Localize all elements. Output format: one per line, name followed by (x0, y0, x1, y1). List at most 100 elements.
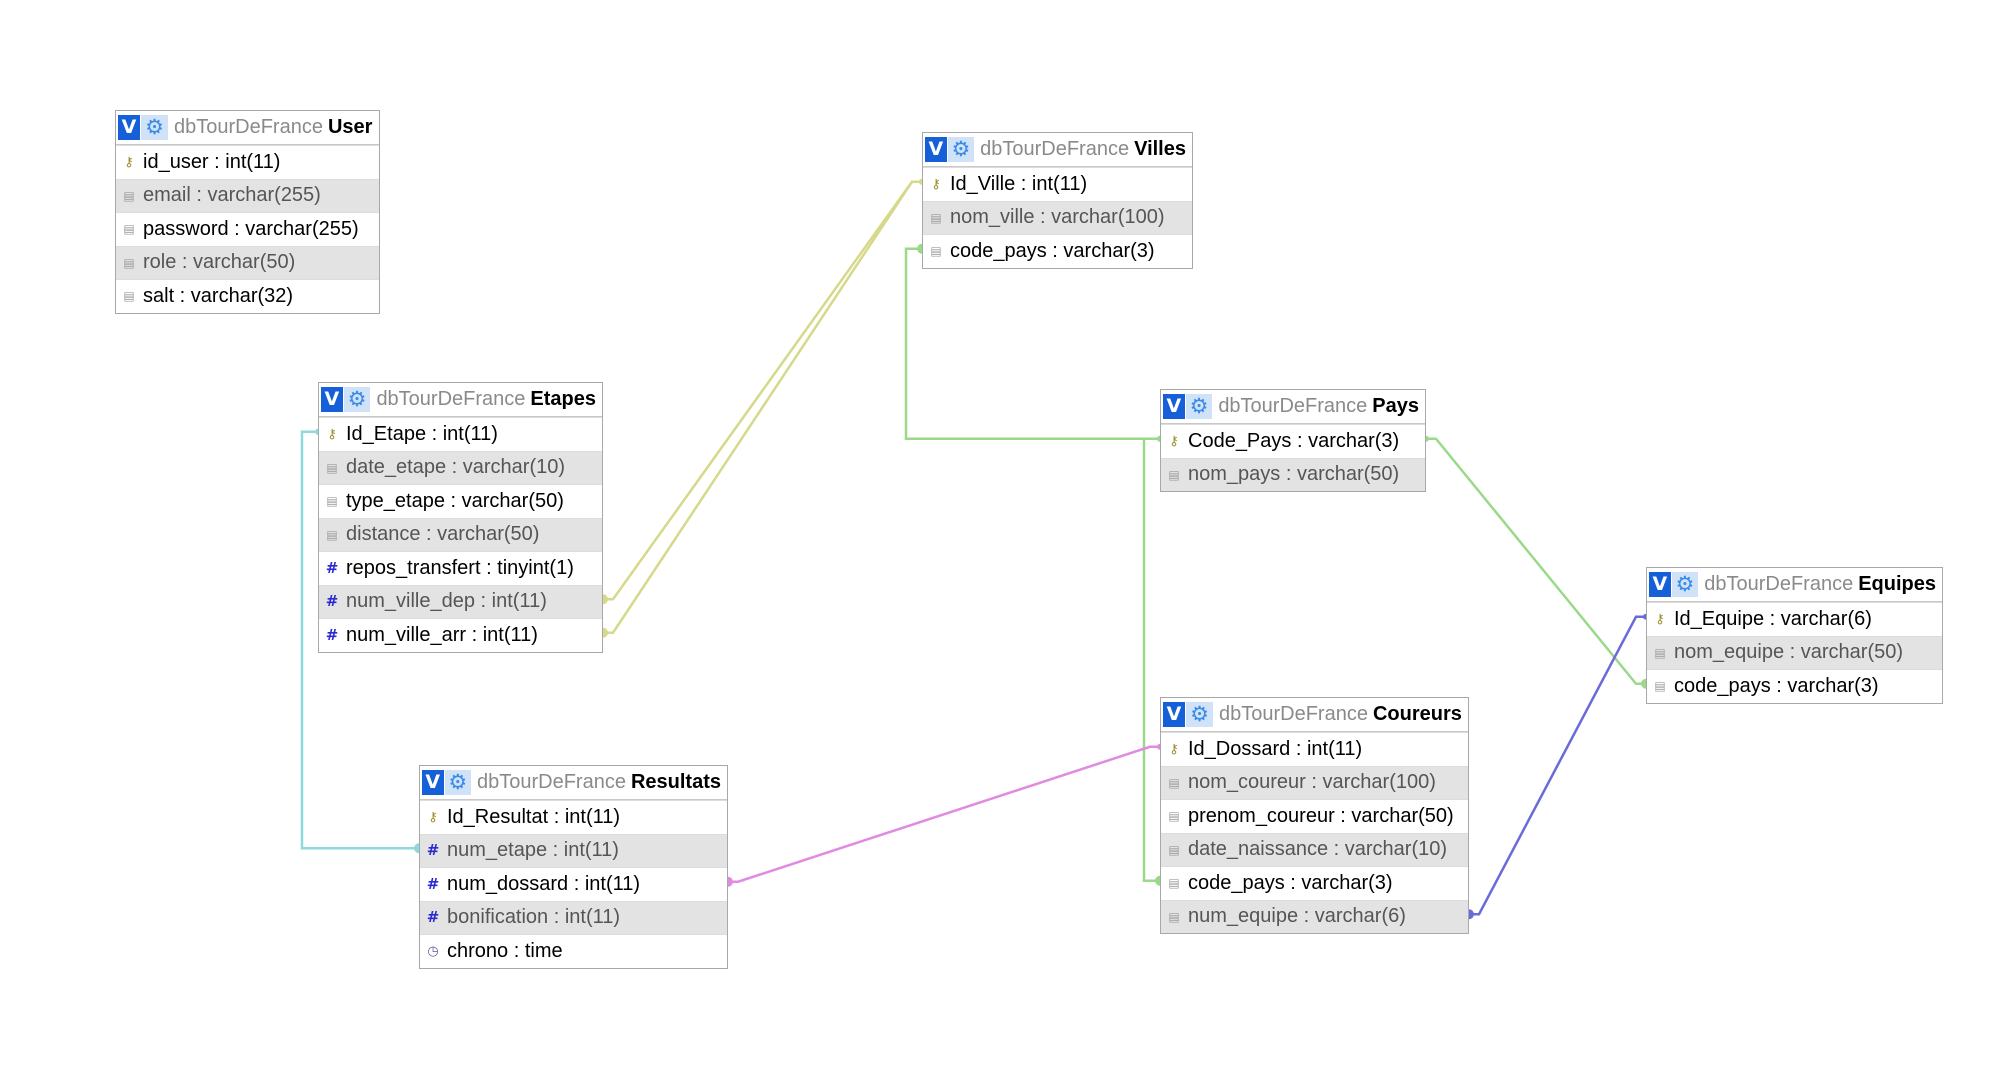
toggle-columns-icon[interactable]: V (1163, 702, 1185, 727)
field-row[interactable]: ▤num_equipe : varchar(6) (1161, 899, 1468, 933)
field-row[interactable]: ▤nom_ville : varchar(100) (923, 200, 1192, 234)
relation-line (603, 180, 922, 601)
table-name: Resultats (630, 771, 721, 793)
gear-icon[interactable]: ⚙ (343, 387, 371, 412)
field-row[interactable]: ⚷Id_Equipe : varchar(6) (1647, 602, 1942, 636)
table-db-name: dbTourDeFrance (1704, 573, 1854, 595)
field-row[interactable]: ▤code_pays : varchar(3) (923, 234, 1192, 268)
toggle-columns-icon[interactable]: V (321, 387, 343, 412)
text-field-icon: ▤ (1168, 842, 1180, 857)
field-row[interactable]: ⚷Id_Resultat : int(11) (420, 800, 727, 834)
field-row[interactable]: #num_dossard : int(11) (420, 867, 727, 901)
relation-line (904, 247, 1160, 440)
field-label: bonification : int(11) (447, 906, 621, 929)
text-field-icon: ▤ (123, 289, 135, 304)
field-row[interactable]: ▤role : varchar(50) (116, 245, 379, 279)
text-field-icon: ▤ (326, 527, 338, 542)
field-row[interactable]: ▤type_etape : varchar(50) (319, 484, 602, 518)
number-field-icon: # (426, 874, 440, 893)
text-field-icon: ▤ (1168, 467, 1180, 482)
number-field-icon: # (325, 558, 339, 577)
key-icon: ⚷ (124, 154, 134, 170)
key-icon: ⚷ (1655, 611, 1665, 627)
text-field-icon: ▤ (930, 210, 942, 225)
table-name: Coureurs (1372, 703, 1462, 725)
key-icon: ⚷ (931, 176, 941, 192)
field-label: code_pays : varchar(3) (950, 239, 1155, 262)
field-label: type_etape : varchar(50) (346, 489, 564, 512)
field-row[interactable]: ▤date_naissance : varchar(10) (1161, 832, 1468, 866)
toggle-columns-icon[interactable]: V (118, 115, 140, 140)
table-db-name: dbTourDeFrance (980, 138, 1130, 160)
field-row[interactable]: ⚷Id_Dossard : int(11) (1161, 732, 1468, 766)
field-row[interactable]: ▤date_etape : varchar(10) (319, 450, 602, 484)
gear-icon[interactable]: ⚙ (444, 770, 471, 795)
relation-line (1142, 437, 1160, 882)
toggle-columns-icon[interactable]: V (422, 770, 444, 795)
field-row[interactable]: ▤ nom_pays : varchar(50) (1161, 457, 1425, 491)
field-label: Id_Etape : int(11) (346, 422, 498, 445)
key-icon: ⚷ (1169, 433, 1179, 449)
field-row[interactable]: ▤ nom_coureur : varchar(100) (1161, 765, 1468, 799)
field-row[interactable]: ⚷Id_Etape : int(11) (319, 417, 602, 451)
field-label: Id_Dossard : int(11) (1188, 737, 1363, 760)
table-db-name: dbTourDeFrance (174, 116, 323, 138)
field-row[interactable]: ◷chrono : time (420, 934, 727, 968)
field-row[interactable]: ▤nom_equipe : varchar(50) (1647, 635, 1942, 669)
gear-icon[interactable]: ⚙ (1185, 394, 1213, 419)
field-row[interactable]: #repos_transfert : tinyint(1) (319, 551, 602, 585)
field-row[interactable]: #num_ville_arr : int(11) (319, 618, 602, 652)
table-name: Pays (1372, 395, 1419, 417)
toggle-columns-icon[interactable]: V (1163, 394, 1185, 419)
field-row[interactable]: ▤code_pays : varchar(3) (1647, 669, 1942, 703)
field-row[interactable]: ▤ salt : varchar(32) (116, 279, 379, 313)
field-label: code_pays : varchar(3) (1188, 871, 1393, 894)
field-label: nom_coureur : varchar(100) (1188, 771, 1436, 794)
toggle-columns-icon[interactable]: V (925, 137, 947, 162)
field-row[interactable]: ⚷id_user : int(11) (116, 145, 379, 179)
gear-icon[interactable]: ⚙ (947, 137, 975, 162)
relation-line (1426, 437, 1646, 685)
relation-line (1469, 615, 1646, 916)
field-row[interactable]: ▤password : varchar(255) (116, 212, 379, 246)
field-label: num_equipe : varchar(6) (1188, 905, 1406, 928)
field-label: salt : varchar(32) (143, 284, 294, 307)
number-field-icon: # (426, 908, 440, 927)
gear-icon[interactable]: ⚙ (1671, 572, 1699, 597)
field-row[interactable]: ▤code_pays : varchar(3) (1161, 866, 1468, 900)
gear-icon[interactable]: ⚙ (1186, 702, 1213, 727)
field-row[interactable]: ▤email : varchar(255) (116, 178, 379, 212)
table-name: Villes (1134, 138, 1186, 160)
field-label: date_etape : varchar(10) (346, 456, 566, 479)
field-row[interactable]: #num_etape : int(11) (420, 833, 727, 867)
field-row[interactable]: # bonification : int(11) (420, 900, 727, 934)
field-label: chrono : time (447, 939, 563, 962)
field-row[interactable]: ▤prenom_coureur : varchar(50) (1161, 799, 1468, 833)
gear-icon[interactable]: ⚙ (141, 115, 168, 140)
field-row[interactable]: ⚷Code_Pays : varchar(3) (1161, 424, 1425, 458)
toggle-columns-icon[interactable]: V (1649, 572, 1671, 597)
field-row[interactable]: ⚷Id_Ville : int(11) (923, 167, 1192, 201)
text-field-icon: ▤ (1168, 775, 1180, 790)
field-label: email : varchar(255) (143, 184, 321, 207)
table-name: Equipes (1858, 573, 1936, 595)
field-label: nom_pays : varchar(50) (1188, 463, 1400, 486)
field-row[interactable]: #num_ville_dep : int(11) (319, 584, 602, 618)
field-row[interactable]: ▤distance : varchar(50) (319, 517, 602, 551)
relation-line (300, 430, 419, 850)
